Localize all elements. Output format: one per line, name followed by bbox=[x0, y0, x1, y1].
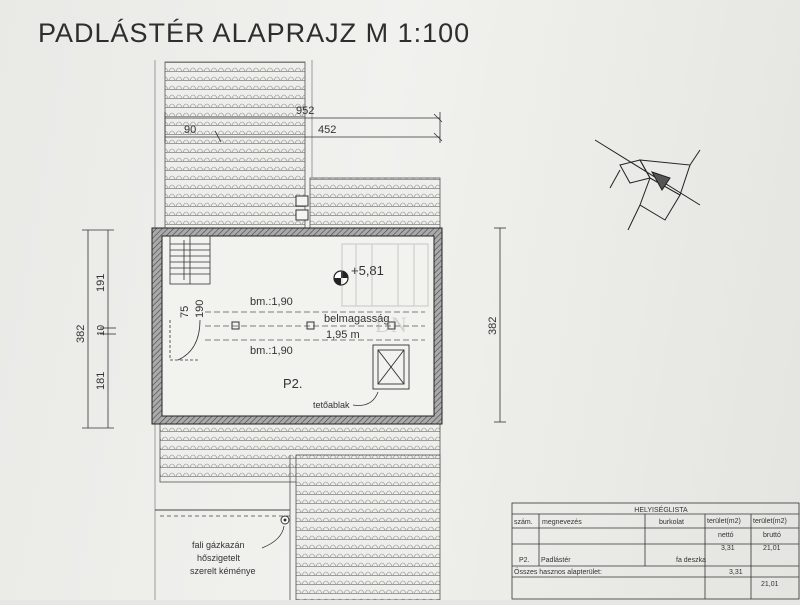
dim-left-lower: 181 bbox=[95, 372, 107, 390]
belmagassag-label: belmagasság bbox=[324, 313, 389, 325]
dimension-right bbox=[494, 227, 506, 423]
chimney-icon bbox=[280, 515, 290, 525]
belmagassag-value: 1,95 m bbox=[326, 329, 360, 341]
north-arrow-icon bbox=[594, 139, 701, 231]
table-header-num: szám. bbox=[514, 519, 533, 526]
roof-tiles-bottom-right bbox=[295, 454, 441, 600]
table-subheader-brutto: bruttó bbox=[763, 532, 781, 539]
svg-text:DN: DN bbox=[375, 312, 407, 337]
stair-dim-b: 190 bbox=[194, 300, 206, 318]
bm-upper-label: bm.:1,90 bbox=[250, 296, 293, 308]
dim-top-right: 452 bbox=[318, 124, 336, 136]
staircase bbox=[169, 235, 211, 361]
table-subheader-netto: nettó bbox=[718, 532, 734, 539]
table-total-brutto: 21,01 bbox=[761, 581, 779, 588]
table-row-num: P2. bbox=[519, 557, 530, 564]
dimension-left bbox=[82, 229, 116, 429]
table-row-name: Padlástér bbox=[541, 557, 571, 564]
stair-dim-a: 75 bbox=[179, 306, 191, 318]
dim-left-mid: 10 bbox=[96, 324, 107, 336]
chimney-line-1: fali gázkazán bbox=[192, 540, 245, 550]
room-list-table: HELYISÉGLISTA szám. megnevezés burkolat … bbox=[511, 502, 800, 605]
roof-tiles-top-right bbox=[309, 177, 441, 231]
page-title: PADLÁSTÉR ALAPRAJZ M 1:100 bbox=[38, 18, 471, 48]
dim-top-left: 90 bbox=[184, 124, 196, 136]
room-label: P2. bbox=[283, 376, 303, 391]
level-marker-icon bbox=[333, 270, 349, 286]
table-row-netto: 3,31 bbox=[721, 545, 735, 552]
watermark-logo: DN bbox=[341, 243, 429, 337]
dimension-top bbox=[164, 112, 443, 143]
bm-lower-label: bm.:1,90 bbox=[250, 345, 293, 357]
table-header-area-netto: terület(m2) bbox=[707, 518, 741, 525]
table-total-netto: 3,31 bbox=[729, 569, 743, 576]
level-label: +5,81 bbox=[351, 263, 384, 278]
table-header-floor: burkolat bbox=[659, 519, 684, 526]
skylight-label: tetőablak bbox=[313, 400, 350, 410]
roof-tiles-top bbox=[164, 61, 306, 231]
chimney-line-2: hőszigetelt bbox=[197, 553, 241, 563]
dim-top-total: 952 bbox=[296, 105, 314, 117]
skylight-icon bbox=[372, 344, 410, 390]
table-header-name: megnevezés bbox=[542, 519, 582, 526]
table-caption: HELYISÉGLISTA bbox=[634, 505, 688, 514]
chimney-line-3: szerelt kéménye bbox=[190, 566, 256, 576]
table-row-floor: fa deszka bbox=[676, 557, 706, 564]
dim-right-total: 382 bbox=[487, 317, 499, 335]
dim-left-total: 382 bbox=[75, 325, 87, 343]
table-row-brutto: 21,01 bbox=[763, 545, 781, 552]
table-header-area-brutto: terület(m2) bbox=[753, 518, 787, 525]
table-total-label: Összes hasznos alapterület: bbox=[514, 568, 602, 576]
dim-left-upper: 191 bbox=[95, 274, 107, 292]
